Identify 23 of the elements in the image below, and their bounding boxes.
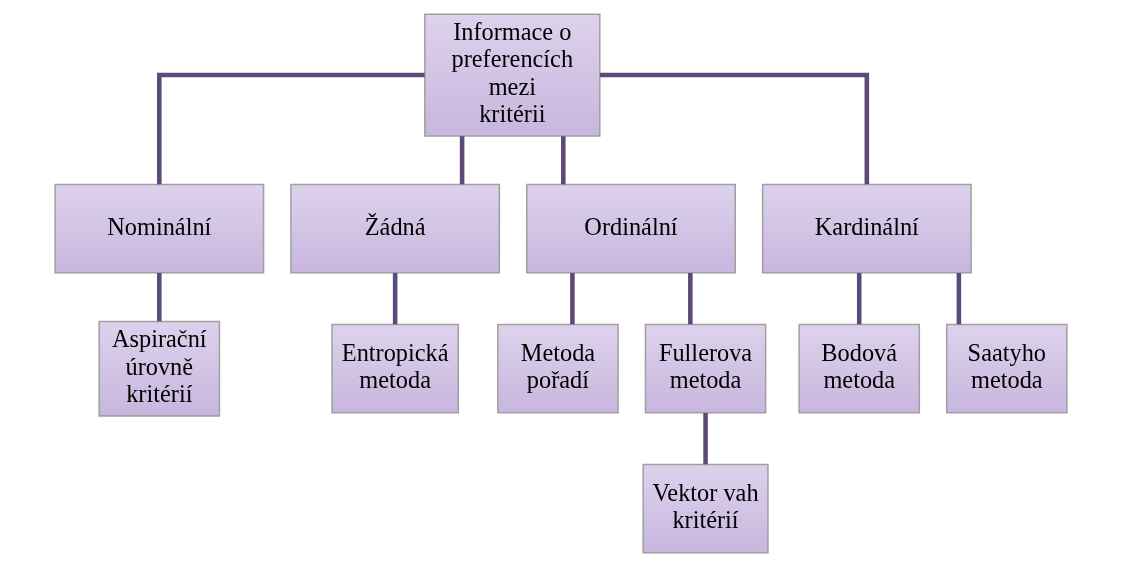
connector (702, 413, 708, 465)
node-box: Informace o preferencích mezi kritérii (423, 13, 601, 137)
node-box: Vektor vah kritérií (641, 463, 769, 554)
connector (856, 273, 861, 325)
node-box: Fullerova metoda (644, 323, 766, 414)
connector (956, 273, 961, 325)
node-box: Ordinální (525, 183, 736, 274)
connector (560, 136, 566, 185)
node-box: Bodová metoda (797, 323, 920, 414)
connector (156, 72, 425, 185)
connector (392, 273, 397, 325)
connector (569, 273, 575, 325)
node-box: Nominální (53, 183, 264, 274)
node-box: Kardinální (761, 183, 972, 274)
node-box: Entropická metoda (330, 323, 459, 414)
connector (459, 136, 464, 185)
node-box: Aspirační úrovně kritérií (97, 320, 220, 417)
connector (156, 273, 162, 322)
node-box: Žádná (289, 183, 500, 274)
node-box: Metoda pořadí (496, 323, 619, 414)
connector (687, 273, 693, 325)
connector (599, 72, 869, 185)
node-box: Saatyho metoda (945, 323, 1068, 414)
